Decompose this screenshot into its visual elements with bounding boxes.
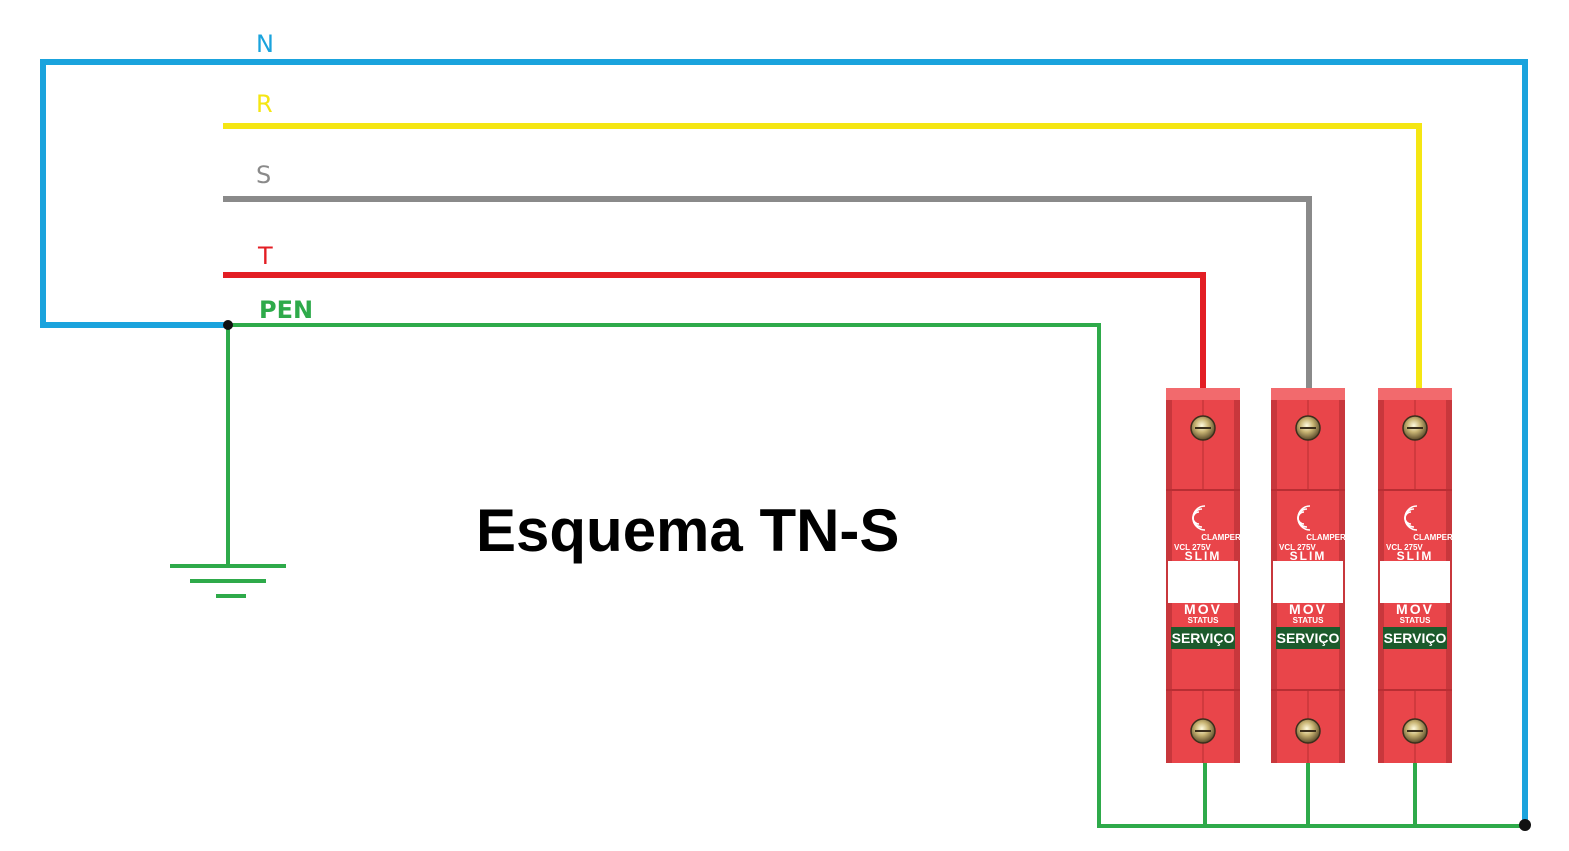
device-line-label: SLIM (1185, 549, 1222, 563)
phase-r-wire (223, 123, 1422, 392)
status-text: SERVIÇO (1277, 630, 1340, 646)
clamper-logo-icon (1404, 505, 1418, 531)
device-status-label: STATUS (1293, 616, 1324, 625)
status-window (1171, 627, 1235, 649)
device-tech-label: MOV (1396, 601, 1434, 617)
pen-wire (228, 323, 1525, 828)
neutral-wire (40, 59, 1528, 826)
label-n: N (256, 30, 274, 58)
label-pen: PEN (259, 296, 313, 324)
clamper-logo-icon (1192, 505, 1206, 531)
device-model-label: VCL 275V (1279, 543, 1316, 552)
device-white-panel (1380, 561, 1450, 603)
logo-arc (1297, 511, 1305, 525)
device-status-label: STATUS (1188, 616, 1219, 625)
device-tech-label: MOV (1289, 601, 1327, 617)
device-line-label: SLIM (1290, 549, 1327, 563)
device-brand-label: CLAMPER (1201, 533, 1241, 542)
device-top-cap (1271, 388, 1345, 400)
logo-arc (1404, 511, 1412, 525)
device-model-label: VCL 275V (1174, 543, 1211, 552)
device-model-label: VCL 275V (1386, 543, 1423, 552)
junction-dot-pen (223, 320, 233, 330)
ground-symbol (170, 564, 286, 598)
device-top-cap (1166, 388, 1240, 400)
diagram-title: Esquema TN-S (476, 497, 899, 564)
device-brand-label: CLAMPER (1306, 533, 1346, 542)
device-white-panel (1168, 561, 1238, 603)
device-brand-label: CLAMPER (1413, 533, 1453, 542)
device-status-label: STATUS (1400, 616, 1431, 625)
status-text: SERVIÇO (1384, 630, 1447, 646)
phase-t-wire (223, 272, 1206, 392)
device-tech-label: MOV (1184, 601, 1222, 617)
label-t: T (257, 242, 273, 270)
clamper-logo-icon (1297, 505, 1311, 531)
logo-arc (1192, 511, 1200, 525)
phase-s-wire (223, 196, 1312, 392)
device-white-panel (1273, 561, 1343, 603)
label-s: S (256, 161, 271, 189)
junction-dot-bottom (1519, 819, 1531, 831)
status-window (1276, 627, 1340, 649)
device-top-cap (1378, 388, 1452, 400)
label-r: R (256, 90, 273, 118)
status-text: SERVIÇO (1172, 630, 1235, 646)
device-line-label: SLIM (1397, 549, 1434, 563)
status-window (1383, 627, 1447, 649)
